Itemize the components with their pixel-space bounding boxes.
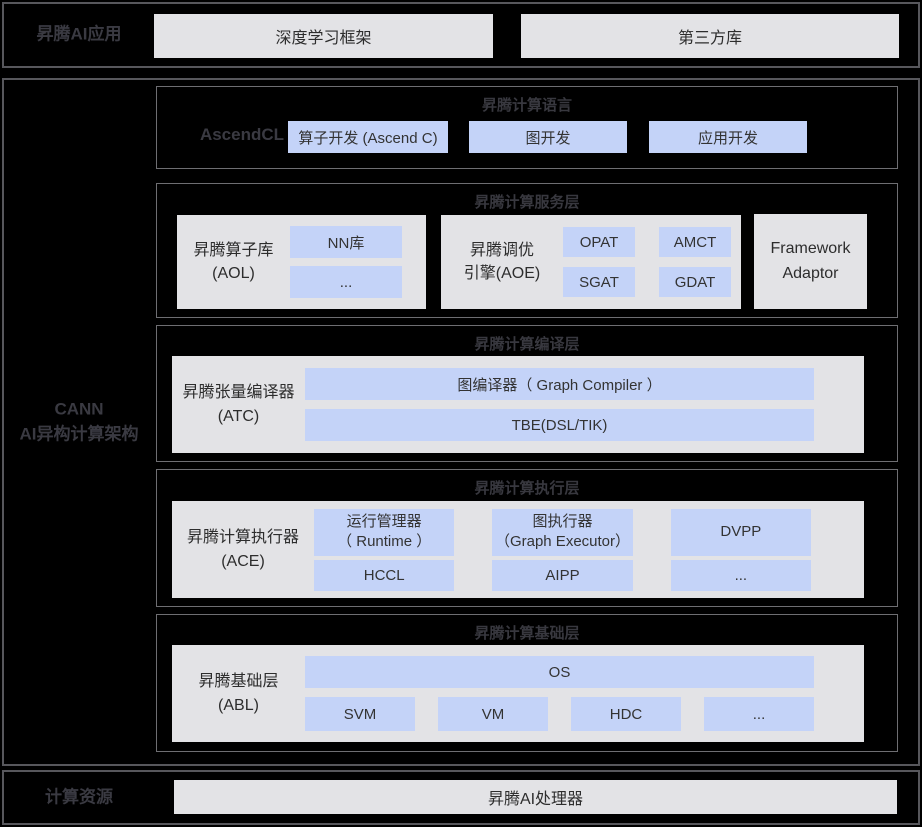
abl-label-line1: 昇腾基础层 <box>198 673 279 691</box>
aoe-box: 昇腾调优 引擎(AOE) OPAT AMCT SGAT GDAT <box>441 215 741 309</box>
layer-compute-language: 昇腾计算语言 AscendCL 算子开发 (Ascend C) 图开发 应用开发 <box>156 86 898 169</box>
compute-resource-label: 计算资源 <box>45 787 113 807</box>
graph-executor-chip-line1: 图执行器 <box>532 512 593 530</box>
runtime-chip: 运行管理器 （ Runtime ） <box>314 508 455 556</box>
cann-panel: CANN AI异构计算架构 昇腾计算语言 AscendCL 算子开发 (Asce… <box>2 78 920 766</box>
layer-compute-base-title: 昇腾计算基础层 <box>474 625 580 642</box>
abl-label-line2: (ABL) <box>218 696 259 714</box>
ace-label: 昇腾计算执行器 (ACE) <box>172 526 314 572</box>
ace-box: 昇腾计算执行器 (ACE) 运行管理器 （ Runtime ） HCCL 图执行… <box>172 501 864 598</box>
dvpp-chip: DVPP <box>670 508 811 556</box>
dvpp-column: DVPP ... <box>670 508 811 591</box>
aol-box: 昇腾算子库 (AOL) NN库 ... <box>177 215 426 309</box>
layer-compute-compile-title: 昇腾计算编译层 <box>474 336 580 353</box>
deep-learning-framework-box: 深度学习框架 <box>154 14 493 58</box>
layer-compute-base: 昇腾计算基础层 昇腾基础层 (ABL) OS SVM VM HDC ... <box>156 614 898 752</box>
svm-chip: SVM <box>305 697 415 731</box>
third-party-library-box: 第三方库 <box>521 14 899 58</box>
runtime-column: 运行管理器 （ Runtime ） HCCL <box>314 508 455 591</box>
runtime-chip-line1: 运行管理器 <box>346 512 422 530</box>
abl-label: 昇腾基础层 (ABL) <box>172 670 305 716</box>
compute-resource-panel: 计算资源 昇腾AI处理器 <box>2 770 920 825</box>
aol-more-chip: ... <box>290 266 402 298</box>
nn-lib-chip: NN库 <box>290 226 402 258</box>
dvpp-chip-line1: DVPP <box>720 522 762 540</box>
abl-bottom-row: SVM VM HDC ... <box>305 697 814 731</box>
atc-label-line2: (ATC) <box>217 407 260 425</box>
runtime-chip-line2: （ Runtime ） <box>337 533 432 550</box>
aoe-label-line1: 昇腾调优 <box>469 241 534 259</box>
ace-label-line1: 昇腾计算执行器 <box>186 529 299 547</box>
hccl-chip: HCCL <box>314 559 455 591</box>
graph-executor-chip-line2: （Graph Executor） <box>494 533 631 550</box>
atc-label-line1: 昇腾张量编译器 <box>182 384 295 402</box>
layer-compute-execute-title: 昇腾计算执行层 <box>474 480 580 497</box>
layer-compute-execute: 昇腾计算执行层 昇腾计算执行器 (ACE) 运行管理器 （ Runtime ） … <box>156 469 898 607</box>
layer-compute-language-title: 昇腾计算语言 <box>481 97 572 114</box>
framework-adaptor-line2: Adaptor <box>782 264 839 282</box>
aipp-chip: AIPP <box>492 559 633 591</box>
framework-adaptor-line1: Framework <box>770 239 851 257</box>
cann-label-line1: CANN <box>54 399 104 419</box>
ai-application-label: 昇腾AI应用 <box>36 24 122 44</box>
layer-compute-compile: 昇腾计算编译层 昇腾张量编译器 (ATC) 图编译器（ Graph Compil… <box>156 325 898 462</box>
sgat-chip: SGAT <box>563 267 635 297</box>
ai-application-panel: 昇腾AI应用 深度学习框架 第三方库 <box>2 2 920 68</box>
abl-box: 昇腾基础层 (ABL) OS SVM VM HDC ... <box>172 645 864 742</box>
framework-adaptor-label: Framework Adaptor <box>754 237 867 287</box>
aoe-label: 昇腾调优 引擎(AOE) <box>441 239 563 285</box>
aoe-chips: OPAT AMCT SGAT GDAT <box>563 227 731 297</box>
vm-chip: VM <box>438 697 548 731</box>
atc-bars: 图编译器（ Graph Compiler ） TBE(DSL/TIK) <box>305 368 814 441</box>
aol-label: 昇腾算子库 (AOL) <box>177 239 290 285</box>
abl-bars: OS SVM VM HDC ... <box>305 656 814 731</box>
operator-dev-chip: 算子开发 (Ascend C) <box>288 121 448 153</box>
aol-chips: NN库 ... <box>290 226 402 298</box>
opat-chip: OPAT <box>563 227 635 257</box>
framework-adaptor-box: Framework Adaptor <box>754 214 867 309</box>
ascendcl-label: AscendCL <box>199 125 285 144</box>
aol-label-line2: (AOL) <box>212 265 255 282</box>
atc-box: 昇腾张量编译器 (ATC) 图编译器（ Graph Compiler ） TBE… <box>172 356 864 453</box>
gdat-chip: GDAT <box>659 267 731 297</box>
amct-chip: AMCT <box>659 227 731 257</box>
base-more-chip: ... <box>704 697 814 731</box>
atc-label: 昇腾张量编译器 (ATC) <box>172 381 305 427</box>
graph-executor-column: 图执行器 （Graph Executor） AIPP <box>492 508 633 591</box>
app-dev-chip: 应用开发 <box>649 121 807 153</box>
layer-compute-service: 昇腾计算服务层 昇腾算子库 (AOL) NN库 ... 昇腾调优 引擎(AOE)… <box>156 183 898 318</box>
graph-executor-chip: 图执行器 （Graph Executor） <box>492 508 633 556</box>
ace-label-line2: (ACE) <box>221 552 265 570</box>
ascend-ai-processor-box: 昇腾AI处理器 <box>174 780 897 814</box>
graph-compiler-bar: 图编译器（ Graph Compiler ） <box>305 368 814 400</box>
graph-dev-chip: 图开发 <box>469 121 627 153</box>
aol-label-line1: 昇腾算子库 <box>193 241 274 259</box>
hdc-chip: HDC <box>571 697 681 731</box>
tbe-bar: TBE(DSL/TIK) <box>305 409 814 441</box>
cann-label: CANN AI异构计算架构 <box>4 397 154 446</box>
ace-columns: 运行管理器 （ Runtime ） HCCL 图执行器 （Graph Execu… <box>314 508 811 591</box>
exec-more-chip: ... <box>670 559 811 591</box>
os-bar: OS <box>305 656 814 688</box>
cann-label-line2: AI异构计算架构 <box>19 424 139 443</box>
layer-compute-service-title: 昇腾计算服务层 <box>474 194 580 211</box>
aoe-label-line2: 引擎(AOE) <box>463 265 541 282</box>
